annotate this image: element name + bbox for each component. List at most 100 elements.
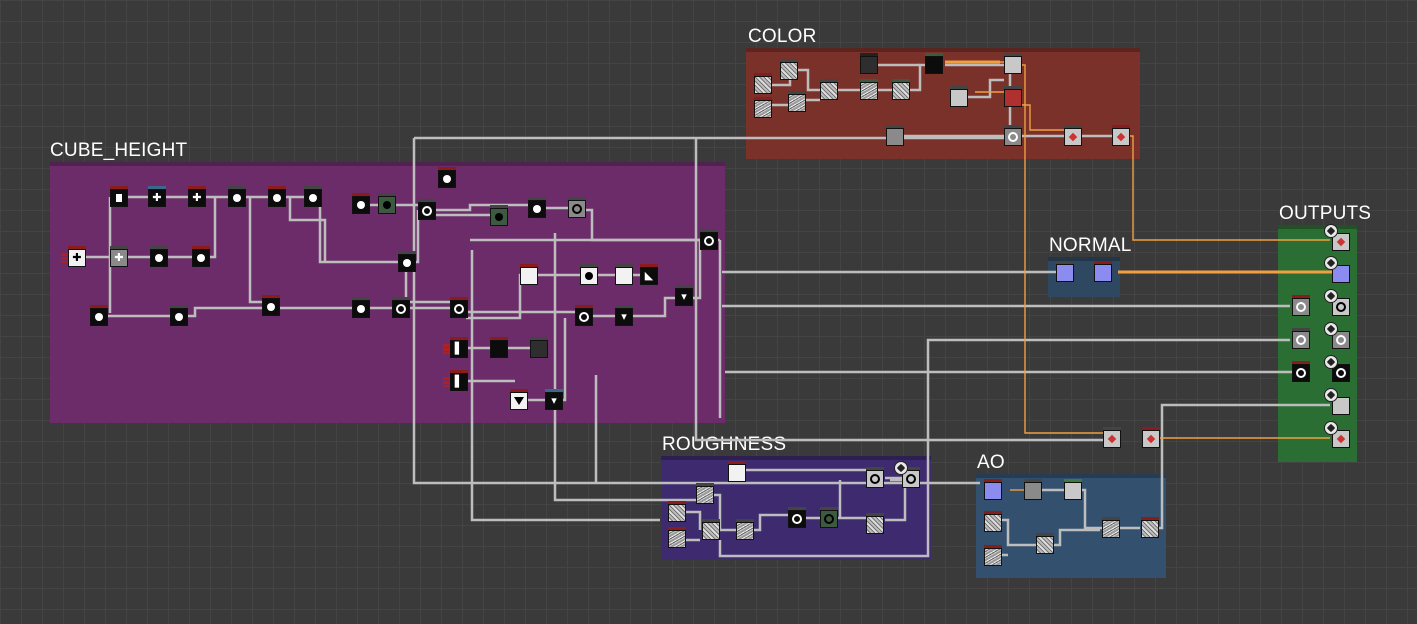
blend-node[interactable] — [1024, 479, 1042, 500]
transform-node[interactable]: ▾ — [675, 285, 693, 306]
shape-node-icon — [267, 303, 275, 311]
noise-node[interactable] — [780, 59, 798, 80]
transform-node[interactable]: ✚ — [148, 186, 166, 207]
gradient-node[interactable]: ▌ — [443, 370, 468, 391]
blend-node[interactable] — [788, 507, 806, 528]
output-node-basecolor[interactable] — [1332, 230, 1350, 251]
gradient-map-node[interactable] — [1004, 86, 1022, 107]
gradient-map-node[interactable] — [1004, 53, 1022, 74]
blend-node-icon — [422, 206, 432, 216]
blend-node[interactable] — [736, 519, 754, 540]
output-link-node[interactable] — [1292, 361, 1310, 382]
frame-title-ao[interactable]: AO — [977, 452, 1005, 473]
frame-title-color[interactable]: COLOR — [748, 26, 817, 47]
blend-node[interactable] — [700, 229, 718, 250]
uniform-node[interactable] — [950, 86, 968, 107]
blend-node[interactable]: ◣ — [640, 264, 658, 285]
blend-node[interactable] — [392, 297, 410, 318]
uniform-node[interactable] — [615, 264, 633, 285]
blend-node-icon — [792, 514, 802, 524]
output-link-node[interactable] — [1142, 427, 1160, 448]
blend-node[interactable] — [450, 297, 468, 318]
transform-node[interactable]: ▾ — [615, 305, 633, 326]
blend-node[interactable] — [902, 467, 920, 488]
blend-node-icon: ◣ — [644, 269, 654, 282]
transform-node-icon: ✚ — [192, 191, 202, 204]
blend-node[interactable] — [304, 186, 322, 207]
blend-node[interactable] — [866, 513, 884, 534]
shape-node[interactable] — [438, 167, 456, 188]
blend-node[interactable] — [192, 246, 210, 267]
frame-title-cube-height[interactable]: CUBE_HEIGHT — [50, 140, 188, 161]
blend-node[interactable] — [378, 193, 396, 214]
normal-node[interactable] — [1094, 261, 1112, 282]
output-link-node[interactable] — [1103, 427, 1121, 448]
blend-node[interactable] — [984, 545, 1002, 566]
blend-node[interactable] — [418, 199, 436, 220]
blend-node[interactable] — [398, 251, 416, 272]
blend-node[interactable] — [820, 507, 838, 528]
blend-node[interactable] — [575, 305, 593, 326]
transform-node[interactable]: ✚ — [110, 246, 128, 267]
uniform-node[interactable] — [728, 461, 746, 482]
frame-color[interactable] — [746, 48, 1140, 159]
blend-node[interactable] — [490, 337, 508, 358]
levels-node[interactable] — [1064, 479, 1082, 500]
noise-node[interactable] — [754, 97, 772, 118]
blend-node[interactable] — [1036, 533, 1054, 554]
noise-node[interactable] — [668, 527, 686, 548]
output-node-roughness[interactable] — [1332, 328, 1350, 349]
noise-node[interactable] — [788, 91, 806, 112]
blend-node[interactable] — [892, 79, 910, 100]
blend-node[interactable] — [528, 197, 546, 218]
blend-node[interactable] — [860, 79, 878, 100]
output-node-normal[interactable] — [1332, 262, 1350, 283]
blend-node[interactable] — [228, 186, 246, 207]
output-node-ao[interactable] — [1332, 394, 1350, 415]
blend-node[interactable] — [268, 186, 286, 207]
blend-node[interactable] — [490, 205, 508, 226]
blend-node[interactable] — [352, 297, 370, 318]
uniform-node[interactable] — [520, 264, 538, 285]
blend-node[interactable] — [702, 519, 720, 540]
output-link-node[interactable] — [1112, 125, 1130, 146]
blend-node[interactable] — [170, 305, 188, 326]
blend-node[interactable] — [1102, 517, 1120, 538]
frame-title-outputs[interactable]: OUTPUTS — [1279, 203, 1372, 224]
output-node-metallic[interactable] — [1332, 427, 1350, 448]
levels-node[interactable] — [510, 389, 528, 410]
shape-node[interactable] — [110, 186, 128, 207]
blend-node[interactable] — [1004, 125, 1022, 146]
shape-node[interactable] — [90, 305, 108, 326]
output-link-node[interactable] — [1292, 328, 1310, 349]
frame-title-normal[interactable]: NORMAL — [1049, 235, 1132, 256]
blend-node[interactable] — [568, 197, 586, 218]
blend-node[interactable] — [984, 511, 1002, 532]
blend-node[interactable] — [530, 337, 548, 358]
output-link-node[interactable] — [1292, 295, 1310, 316]
ao-input-node[interactable] — [984, 479, 1002, 500]
transform-node[interactable]: ▾ — [545, 389, 563, 410]
noise-node[interactable] — [696, 483, 714, 504]
uniform-node[interactable] — [860, 53, 878, 74]
shape-node-icon — [357, 201, 365, 209]
output-node-ambient[interactable] — [1332, 361, 1350, 382]
normal-node[interactable] — [1056, 261, 1074, 282]
shape-node[interactable] — [352, 193, 370, 214]
output-node-height[interactable] — [1332, 295, 1350, 316]
blend-node[interactable] — [866, 467, 884, 488]
transform-node[interactable]: ✚ — [188, 186, 206, 207]
blend-node[interactable] — [925, 53, 943, 74]
noise-node[interactable] — [754, 73, 772, 94]
shape-node[interactable] — [580, 264, 598, 285]
gradient-node[interactable]: ▌ — [443, 337, 468, 358]
output-link-node[interactable] — [1141, 517, 1159, 538]
noise-node[interactable] — [820, 79, 838, 100]
blend-node[interactable] — [150, 246, 168, 267]
transform-node[interactable]: ✚ — [61, 246, 86, 267]
noise-node[interactable] — [668, 501, 686, 522]
output-link-node[interactable] — [1064, 125, 1082, 146]
shape-node[interactable] — [262, 295, 280, 316]
blend-node[interactable] — [886, 125, 904, 146]
